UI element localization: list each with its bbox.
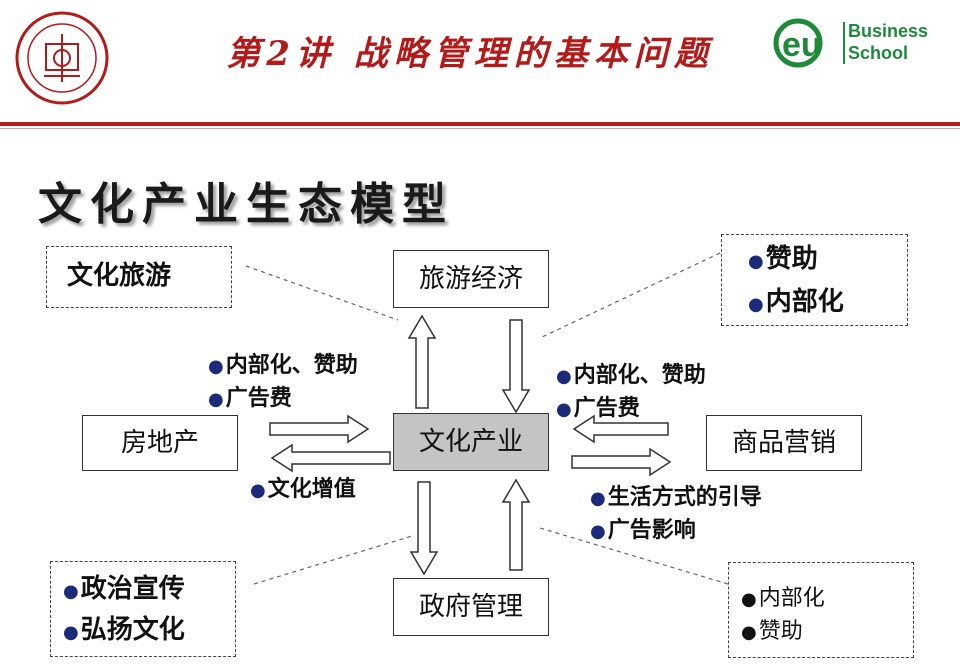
bullet-icon: ● — [208, 389, 224, 410]
leader-line-top-right — [539, 252, 721, 339]
bullet-icon: ● — [590, 488, 606, 509]
arrow-right-to-culture — [269, 414, 370, 444]
business-school-line-2: School — [848, 43, 909, 63]
bullet-icon: ● — [250, 480, 266, 501]
header-title: 第2讲 战略管理的基本问题 — [226, 34, 714, 74]
label-item: ●广告费 — [556, 396, 640, 421]
bullet-icon: ● — [63, 581, 79, 602]
label-item: ●内部化、赞助 — [208, 353, 358, 378]
labels-culture-to-real-estate: ●文化增值 — [250, 474, 356, 507]
business-school-name: Business School — [848, 20, 928, 64]
node-tourism-economy: 旅游经济 — [393, 250, 549, 308]
arrow-down-from-tourism — [501, 319, 531, 414]
bullet-icon: ● — [556, 399, 572, 420]
labels-real-estate-to-culture: ●内部化、赞助 ●广告费 — [208, 350, 358, 416]
bullet-icon: ● — [748, 251, 764, 272]
bullet-icon: ● — [556, 366, 572, 387]
arrow-up-from-government — [501, 478, 531, 571]
note-item: ●内部化 — [748, 287, 844, 317]
note-bottom-left: ●政治宣传 ●弘扬文化 — [50, 561, 236, 657]
arrow-left-to-real-estate — [270, 443, 391, 473]
label-item: ●生活方式的引导 — [590, 485, 762, 510]
node-culture-industry: 文化产业 — [393, 413, 549, 471]
leader-line-bottom-left — [253, 535, 413, 585]
note-top-right: ●赞助 ●内部化 — [721, 234, 908, 326]
arrow-up-to-tourism — [407, 314, 437, 409]
node-real-estate: 房地产 — [82, 415, 238, 471]
label-item: ●广告费 — [208, 386, 292, 411]
note-cultural-tourism-text: 文化旅游 — [67, 261, 172, 291]
label-item: ●广告影响 — [590, 518, 696, 543]
slide-heading: 文化产业生态模型 — [38, 179, 454, 230]
label-item: ●文化增值 — [250, 477, 356, 502]
business-school-line-1: Business — [848, 21, 929, 41]
bullet-icon: ● — [590, 521, 606, 542]
svg-text:eu: eu — [782, 26, 822, 64]
note-item: ●弘扬文化 — [63, 615, 185, 645]
arrow-down-to-government — [409, 481, 439, 576]
labels-marketing-to-culture: ●内部化、赞助 ●广告费 — [556, 360, 706, 426]
header-divider-shadow — [0, 128, 960, 129]
label-item: ●内部化、赞助 — [556, 363, 706, 388]
labels-culture-to-marketing: ●生活方式的引导 ●广告影响 — [590, 482, 762, 548]
note-item: ●内部化 — [741, 586, 825, 611]
bullet-icon: ● — [208, 356, 224, 377]
eu-business-school-logo: eu — [773, 18, 845, 68]
bullet-icon: ● — [63, 622, 79, 643]
note-cultural-tourism: 文化旅游 — [46, 246, 232, 308]
note-bottom-right: ●内部化 ●赞助 — [728, 562, 914, 658]
bullet-icon: ● — [741, 589, 757, 610]
bullet-icon: ● — [748, 294, 764, 315]
node-government-management: 政府管理 — [393, 578, 549, 636]
arrow-right-to-marketing — [571, 447, 672, 477]
note-item: ●政治宣传 — [63, 574, 185, 604]
bullet-icon: ● — [741, 622, 757, 643]
header-divider — [0, 122, 960, 126]
node-merchandise-marketing: 商品营销 — [706, 415, 862, 471]
university-seal-logo — [15, 11, 109, 105]
note-item: ●赞助 — [748, 244, 818, 274]
note-item: ●赞助 — [741, 619, 803, 644]
leader-line-top-left — [245, 265, 399, 321]
